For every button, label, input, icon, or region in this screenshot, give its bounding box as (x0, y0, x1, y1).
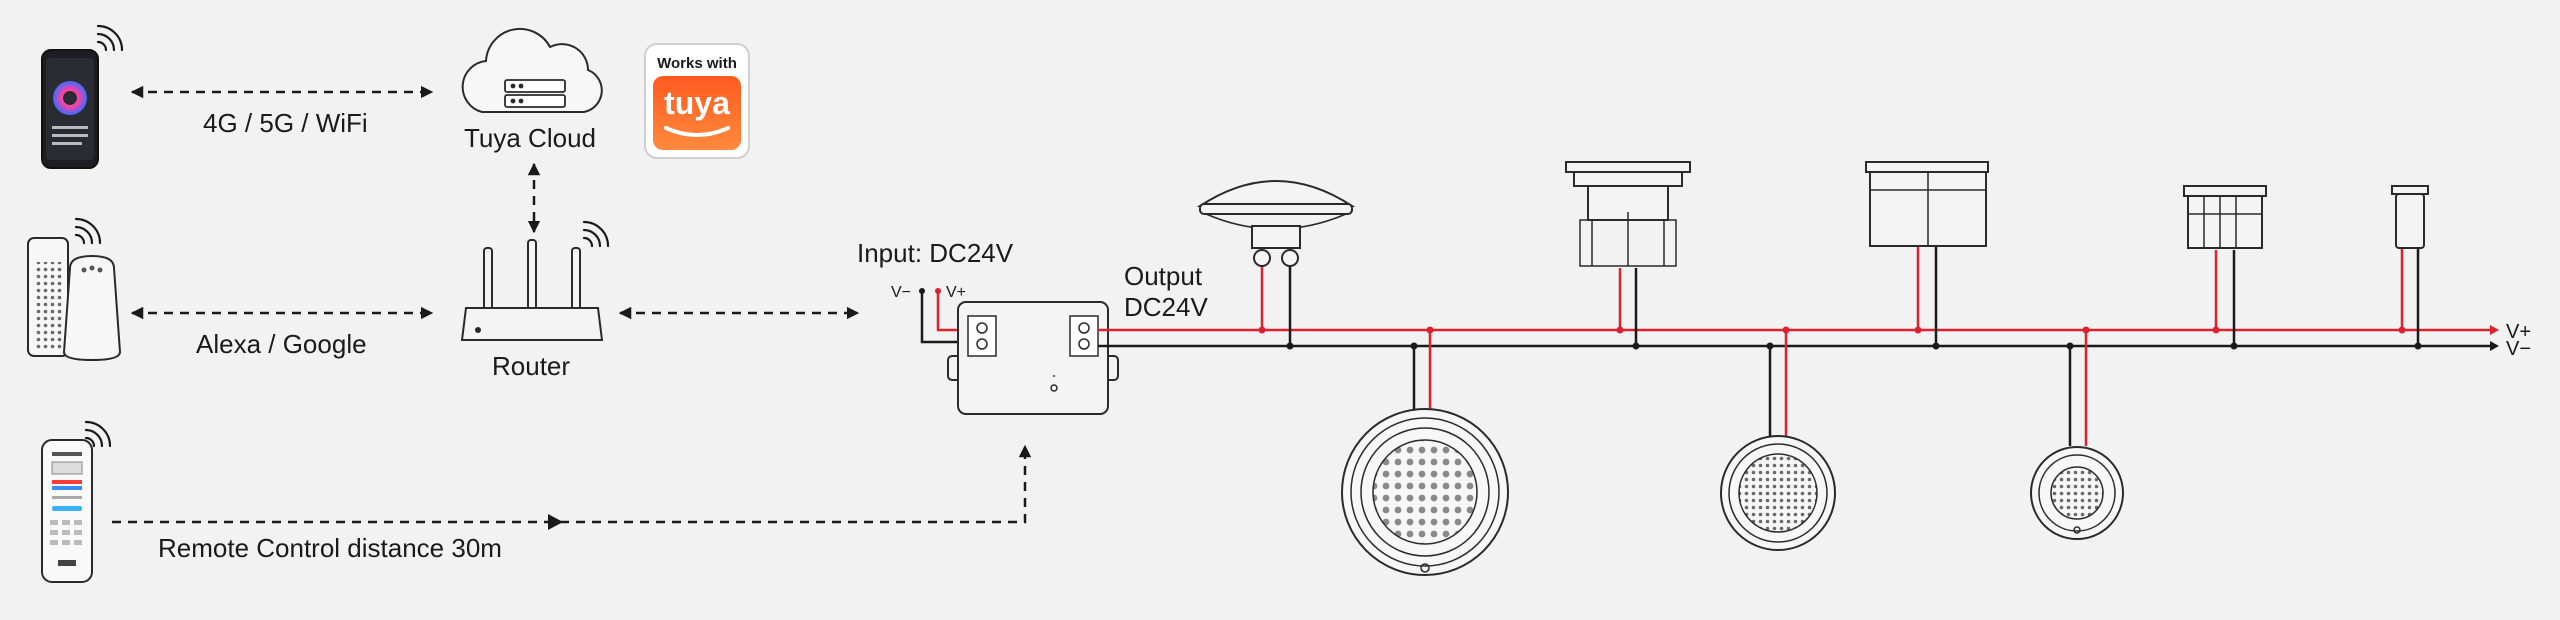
cloud-icon (461, 27, 603, 113)
bus-vplus-label: V+ (2506, 321, 2531, 343)
router-icon (460, 239, 604, 341)
cloud-label: Tuya Cloud (464, 123, 596, 153)
wireless-signal-icon (96, 24, 124, 52)
smart-speaker-icon (27, 237, 122, 362)
par-lamp-icon (1196, 180, 1356, 350)
badge-works-with: Works with (657, 55, 737, 72)
smartphone-icon (41, 49, 99, 169)
wireless-signal-icon (74, 217, 102, 245)
round-pool-light-small-icon (2030, 326, 2124, 540)
remote-control-icon (41, 439, 93, 583)
tuya-badge: Works with tuya (644, 43, 750, 159)
remote-link-arrow (548, 514, 563, 530)
controller-output-label-2: DC24V (1124, 292, 1208, 322)
controller-output-label-1: Output (1124, 261, 1203, 291)
mini-spot-icon (2391, 185, 2429, 350)
remote-label: Remote Control distance 30m (158, 533, 502, 563)
input-vminus-label: V− (891, 284, 911, 301)
controller-input-label: Input: DC24V (857, 238, 1014, 268)
speaker-router-label: Alexa / Google (196, 329, 367, 359)
bus-vminus-label: V− (2506, 338, 2531, 360)
wireless-signal-icon (582, 220, 610, 248)
wireless-signal-icon (84, 420, 112, 448)
recessed-light-icon (1865, 161, 1989, 350)
controller-module (947, 301, 1119, 415)
round-pool-light-medium-icon (1720, 326, 1836, 551)
tuya-logo: tuya (664, 85, 730, 121)
remote-controller-link (112, 444, 1032, 524)
inground-light-icon (1565, 161, 1691, 350)
grille-light-icon (2183, 185, 2267, 350)
phone-cloud-label: 4G / 5G / WiFi (203, 108, 368, 138)
input-vplus-label: V+ (946, 284, 966, 301)
router-label: Router (492, 351, 570, 381)
round-pool-light-large-icon (1341, 326, 1509, 576)
